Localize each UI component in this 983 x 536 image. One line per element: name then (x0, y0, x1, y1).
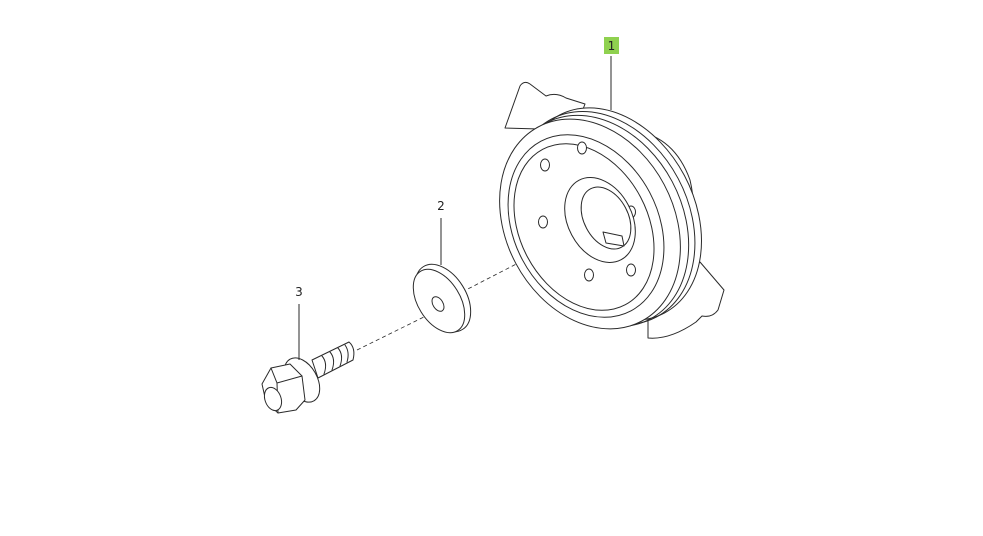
part-2-washer[interactable] (403, 254, 482, 341)
bolt-head-face (263, 386, 283, 412)
pulley-lower-lug (647, 261, 725, 339)
part-1-pulley[interactable] (464, 77, 737, 361)
bolt-hole (540, 158, 550, 172)
callout-2[interactable]: 2 (437, 199, 445, 265)
callout-1-label: 1 (608, 39, 616, 53)
pulley-face-step (507, 134, 665, 318)
bolt-hole (577, 141, 587, 155)
callout-1-highlight-badge (604, 37, 619, 54)
bolt-hole (538, 215, 548, 229)
part-3-bolt[interactable] (261, 341, 355, 414)
pulley-bolt-holes (538, 141, 636, 282)
bolt-threads (321, 344, 349, 375)
pulley-face-step-inner (513, 143, 655, 311)
bolt-hole (626, 263, 636, 277)
callout-2-label: 2 (437, 199, 445, 213)
pulley-keyway (602, 231, 625, 247)
bolt-shank (311, 341, 355, 379)
pulley-center-bore-inner (580, 186, 632, 250)
callout-3-label: 3 (295, 285, 303, 299)
callout-1[interactable]: 1 (604, 37, 619, 110)
callout-3[interactable]: 3 (295, 285, 303, 360)
bolt-hole (584, 268, 594, 282)
washer-hole (431, 296, 445, 312)
